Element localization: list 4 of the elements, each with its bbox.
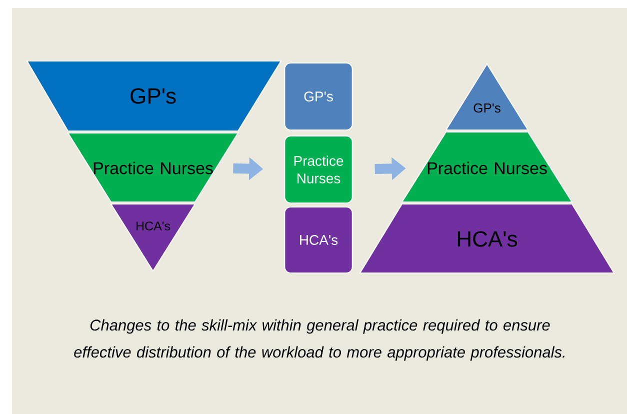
role-box: GP's xyxy=(284,62,353,130)
role-box: HCA's xyxy=(284,206,353,274)
role-box: Practice Nurses xyxy=(284,136,353,204)
caption: Changes to the skill-mix within general practice required to ensure effective distribution of the workload to more appropriate professionals. xyxy=(74,319,564,361)
